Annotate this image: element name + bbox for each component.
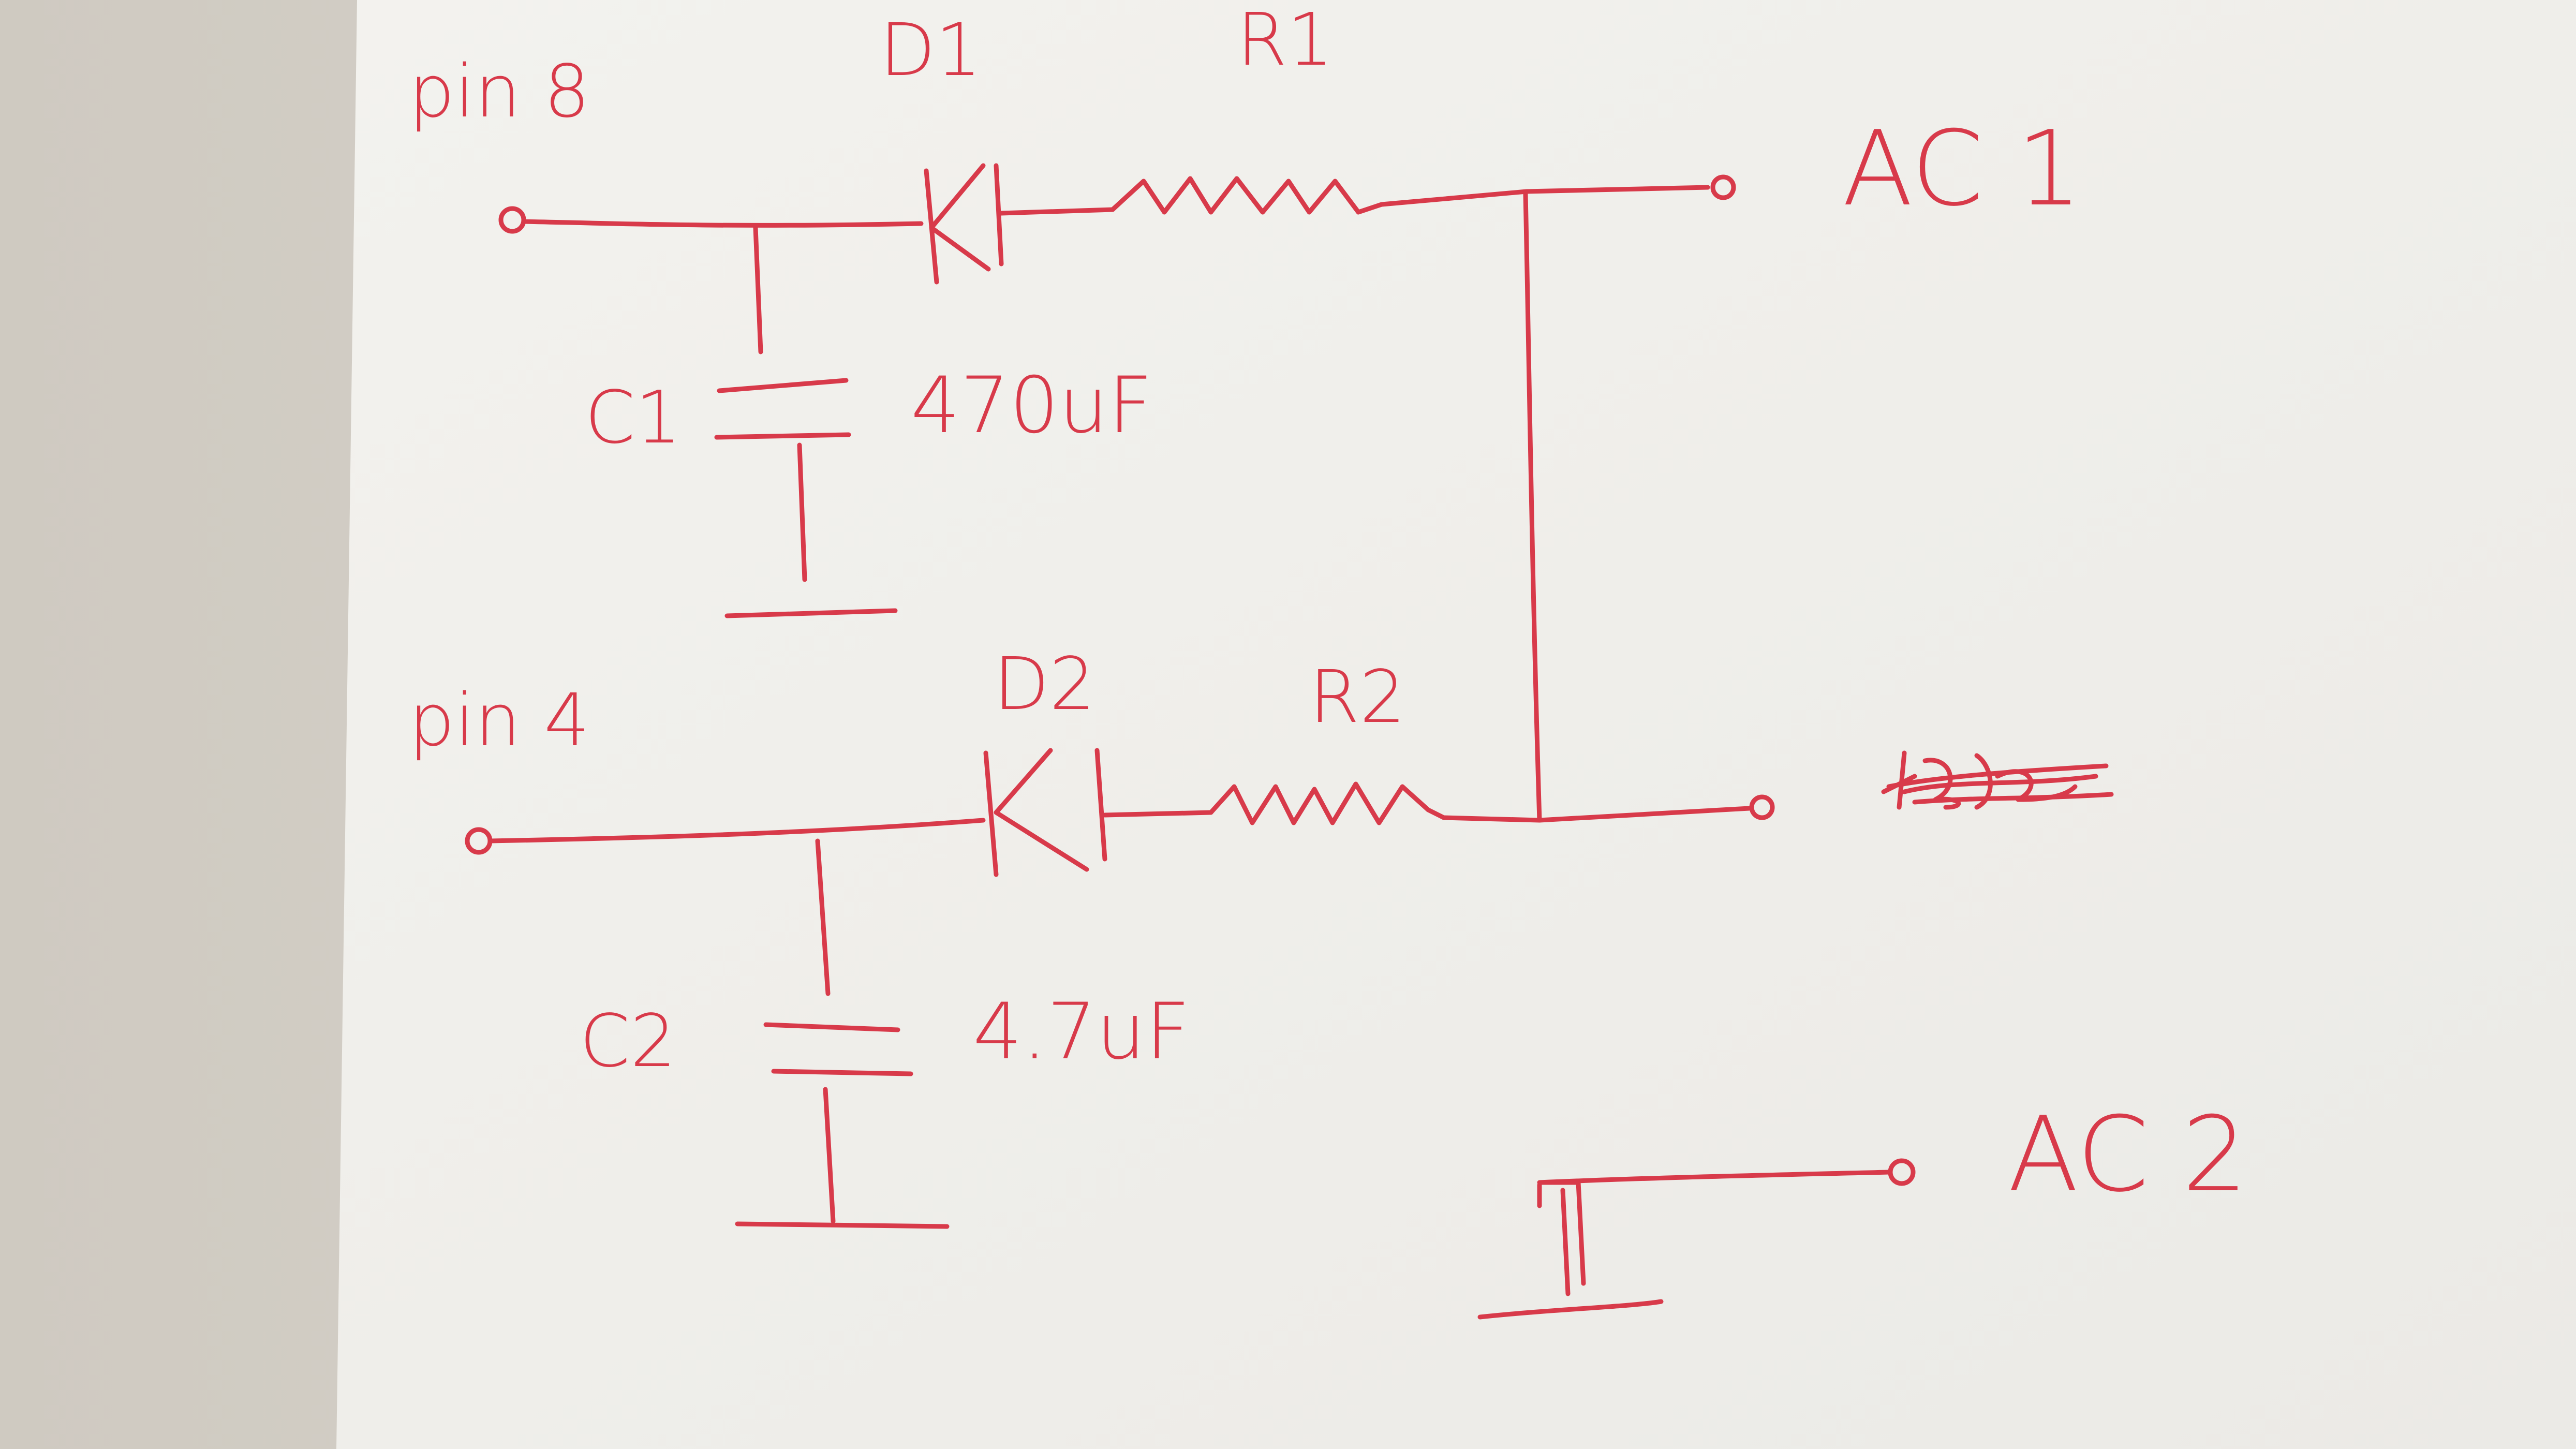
- label-r2: R2: [1309, 655, 1405, 740]
- label-ac1: AC 1: [1842, 109, 2082, 229]
- capacitor-c2: [735, 838, 950, 1229]
- diode-d2: [983, 748, 1213, 877]
- bottom-branch: [465, 748, 2114, 1229]
- ac1-terminal: [1710, 174, 1736, 200]
- label-c1-value: 470uF: [911, 361, 1153, 451]
- label-d2: D2: [994, 642, 1095, 727]
- label-c2-value: 4.7uF: [973, 987, 1190, 1077]
- mid-terminal: [1749, 794, 1775, 820]
- ground-line: [1477, 1299, 1664, 1320]
- diode-d1: [924, 163, 1115, 285]
- label-pin8: pin 8: [409, 50, 590, 134]
- pin4-wire: [487, 818, 986, 844]
- label-c2: C2: [580, 999, 676, 1084]
- capacitor-c1: [714, 225, 898, 618]
- resistor-r2: [1208, 781, 1446, 825]
- pin8-wire: [521, 219, 924, 228]
- top-branch: [498, 163, 1736, 823]
- ac2-wire: [1537, 1170, 1891, 1208]
- label-d1: D1: [880, 8, 982, 93]
- ground-ac2: [1477, 1158, 1916, 1320]
- ground-stem-2: [1560, 1188, 1571, 1296]
- ground-stem: [1538, 1180, 1586, 1286]
- paper-sheet: [336, 0, 2576, 1449]
- label-c1: C1: [585, 376, 682, 460]
- scribbled-label: [1881, 750, 2114, 810]
- resistor-r1: [1110, 176, 1710, 215]
- trunk-wire: [1523, 191, 1542, 823]
- label-ac2: AC 2: [2008, 1095, 2248, 1215]
- label-pin4: pin 4: [409, 678, 590, 763]
- r2-to-terminal-wire: [1441, 806, 1752, 823]
- ac2-terminal: [1888, 1158, 1916, 1186]
- label-r1: R1: [1237, 0, 1333, 82]
